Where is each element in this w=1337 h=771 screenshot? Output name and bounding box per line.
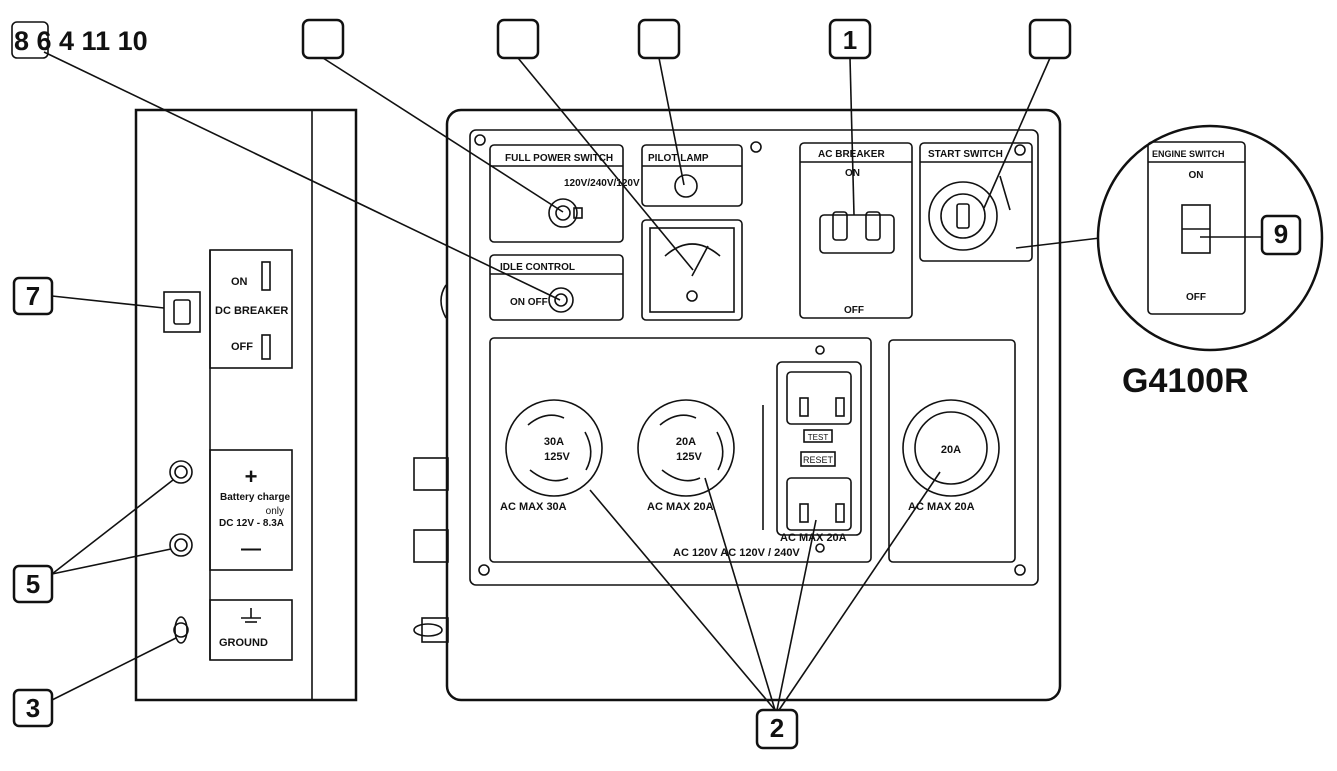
receptacle-30a-label: AC MAX 30A bbox=[500, 501, 567, 513]
callout-box-empty bbox=[637, 18, 681, 60]
front-panel: FULL POWER SWITCH 120V/240V/120V PILOT L… bbox=[413, 108, 1062, 702]
engine-switch-off-label: OFF bbox=[1186, 292, 1206, 303]
callout-9: 9 bbox=[1274, 219, 1288, 249]
gfci-test-button[interactable] bbox=[803, 429, 833, 443]
battery-minus-label: — bbox=[241, 538, 261, 560]
full-power-switch[interactable] bbox=[548, 198, 583, 228]
idle-control-on-off: ON OFF bbox=[510, 297, 548, 308]
engine-switch-inset: ENGINE SWITCH ON OFF 9 bbox=[1015, 124, 1324, 352]
front-panel-body bbox=[445, 108, 1062, 702]
ac-breaker-panel bbox=[799, 142, 913, 319]
engine-switch-panel bbox=[1147, 141, 1246, 315]
side-panel-body bbox=[134, 108, 358, 702]
header-callout-numbers: 8 6 4 11 10 bbox=[14, 26, 148, 56]
callout-box-empty bbox=[301, 18, 345, 60]
ground-panel bbox=[209, 599, 293, 661]
battery-only-label: only bbox=[266, 506, 284, 517]
dc-breaker-on-label: ON bbox=[231, 276, 248, 288]
pilot-lamp-panel bbox=[641, 144, 743, 207]
idle-control-panel bbox=[489, 254, 624, 321]
ac-voltage-label: AC 120V AC 120V / 240V bbox=[673, 547, 800, 559]
idle-control-label: IDLE CONTROL bbox=[500, 262, 575, 273]
ground-label: GROUND bbox=[219, 637, 268, 649]
engine-switch-on-label: ON bbox=[1189, 170, 1204, 181]
full-power-switch-label: FULL POWER SWITCH bbox=[505, 153, 613, 164]
receptacle-20a-amp: 20A bbox=[676, 436, 696, 448]
callout-3-box bbox=[12, 688, 54, 728]
battery-terminal-positive[interactable] bbox=[169, 460, 193, 484]
start-switch-label: START SWITCH bbox=[928, 149, 1003, 160]
receptacle-30a-volt: 125V bbox=[544, 451, 570, 463]
ac-breaker-switch[interactable] bbox=[819, 211, 895, 254]
battery-dc-rating: DC 12V - 8.3A bbox=[219, 518, 284, 529]
callout-box-empty bbox=[1028, 18, 1072, 60]
callout-7: 7 bbox=[26, 281, 40, 311]
gfci-test-label: TEST bbox=[808, 433, 829, 442]
receptacle-20a-twistlock-amp: 20A bbox=[941, 444, 961, 456]
dc-breaker-switch[interactable] bbox=[163, 291, 201, 333]
dc-breaker-off-icon bbox=[261, 334, 271, 360]
callout-9-box bbox=[1260, 214, 1302, 256]
model-name: G4100R bbox=[1122, 362, 1249, 400]
dc-breaker-label: DC BREAKER bbox=[215, 305, 288, 317]
start-switch-panel bbox=[919, 142, 1033, 262]
pilot-lamp-icon bbox=[674, 174, 698, 198]
receptacle-20a-twistlock-panel bbox=[888, 339, 1016, 563]
start-switch-key[interactable] bbox=[928, 175, 1011, 251]
callout-8-box bbox=[11, 21, 49, 59]
callout-3: 3 bbox=[26, 693, 40, 723]
ac-breaker-off-label: OFF bbox=[844, 305, 864, 316]
voltage-label: 120V/240V/120V bbox=[564, 178, 640, 189]
voltmeter-needle bbox=[691, 245, 709, 277]
callout-5-box bbox=[12, 564, 54, 604]
receptacle-30a[interactable] bbox=[505, 399, 603, 497]
receptacle-20a-label: AC MAX 20A bbox=[647, 501, 714, 513]
full-power-switch-panel bbox=[489, 144, 624, 243]
receptacle-30a-amp: 30A bbox=[544, 436, 564, 448]
receptacle-20a-twistlock-label: AC MAX 20A bbox=[908, 501, 975, 513]
side-fitting bbox=[413, 457, 449, 491]
battery-plus-label: + bbox=[245, 464, 258, 489]
callout-box-empty bbox=[496, 18, 540, 60]
callout-1: 1 bbox=[843, 25, 857, 55]
receptacle-20a-twistlock[interactable] bbox=[902, 399, 1000, 497]
side-fitting bbox=[413, 529, 449, 563]
ac-receptacles-panel bbox=[489, 337, 872, 563]
front-panel-face bbox=[469, 129, 1039, 586]
ground-terminal[interactable] bbox=[173, 616, 189, 644]
dc-breaker-on-icon bbox=[261, 261, 271, 291]
side-panel: ON DC BREAKER OFF + Battery charge only … bbox=[134, 108, 358, 702]
receptacle-20a-125v[interactable] bbox=[637, 399, 735, 497]
dc-breaker-off-label: OFF bbox=[231, 341, 253, 353]
idle-control-switch[interactable] bbox=[548, 287, 574, 313]
receptacle-20a-volt: 125V bbox=[676, 451, 702, 463]
wing-nut-icon bbox=[413, 617, 449, 643]
dc-breaker-panel bbox=[209, 249, 293, 369]
gfci-reset-label: RESET bbox=[803, 455, 834, 465]
gfci-label: AC MAX 20A bbox=[780, 532, 847, 544]
battery-terminal-negative[interactable] bbox=[169, 533, 193, 557]
gfci-reset-button[interactable] bbox=[800, 451, 836, 467]
voltmeter-panel bbox=[641, 219, 743, 321]
callout-5: 5 bbox=[26, 569, 40, 599]
battery-charge-panel bbox=[209, 449, 293, 571]
callout-2: 2 bbox=[770, 713, 784, 743]
gfci-receptacle[interactable] bbox=[762, 361, 862, 536]
battery-charge-label: Battery charge bbox=[220, 492, 290, 503]
engine-switch-label: ENGINE SWITCH bbox=[1152, 149, 1225, 159]
